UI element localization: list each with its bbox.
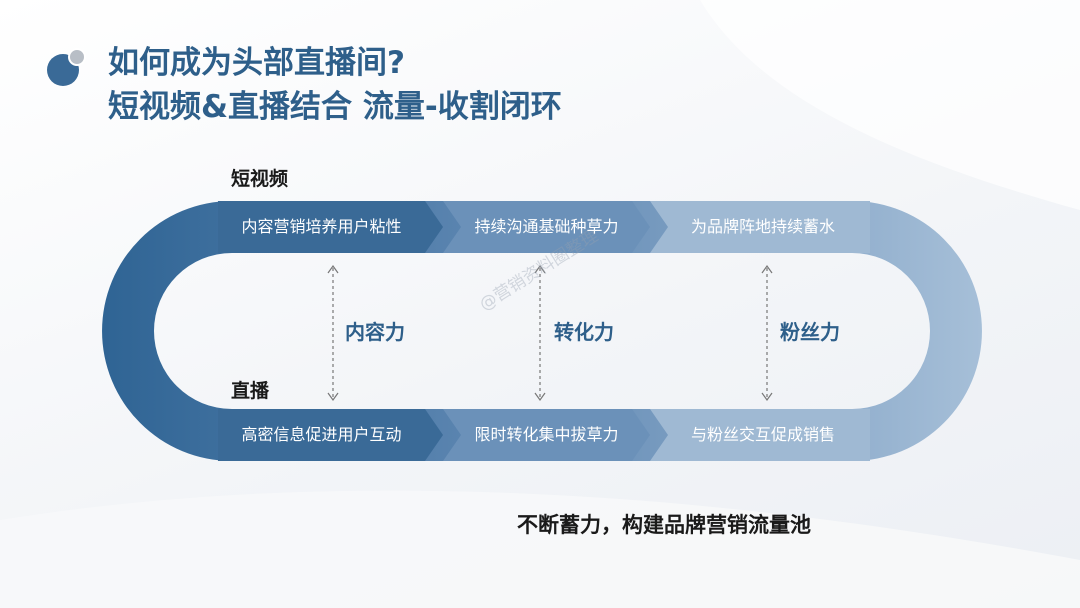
stage-top-1: 内容营销培养用户粘性 xyxy=(241,217,402,236)
row-label-live: 直播 xyxy=(231,380,270,402)
page-title-line-1: 如何成为头部直播间? xyxy=(108,45,405,81)
stage-block-bottom-1 xyxy=(218,409,443,461)
stage-top-3: 为品牌阵地持续蓄水 xyxy=(690,217,835,236)
stage-bottom-2: 限时转化集中拔草力 xyxy=(474,425,619,444)
stage-block-top-1 xyxy=(218,201,443,253)
page-title-line-2: 短视频&直播结合 流量-收割闭环 xyxy=(108,89,562,125)
stage-bottom-1: 高密信息促进用户互动 xyxy=(241,425,402,444)
stage-block-top-3 xyxy=(650,201,870,253)
arrow-fans xyxy=(761,264,773,402)
row-label-short-video: 短视频 xyxy=(231,168,289,190)
metric-conversion-power: 转化力 xyxy=(554,320,614,344)
metric-fans-power: 粉丝力 xyxy=(780,320,840,344)
logo-dots-icon xyxy=(47,48,86,86)
stage-bottom-3: 与粉丝交互促成销售 xyxy=(690,425,835,444)
stage-block-bottom-3 xyxy=(650,409,870,461)
metric-content-power: 内容力 xyxy=(345,320,405,344)
stage-block-top-2 xyxy=(443,201,650,253)
arrow-conversion xyxy=(534,264,546,402)
footer-slogan: 不断蓄力，构建品牌营销流量池 xyxy=(517,513,811,537)
stage-top-2: 持续沟通基础种草力 xyxy=(474,217,619,236)
arrow-content xyxy=(327,264,339,402)
stage-block-bottom-2 xyxy=(443,409,650,461)
